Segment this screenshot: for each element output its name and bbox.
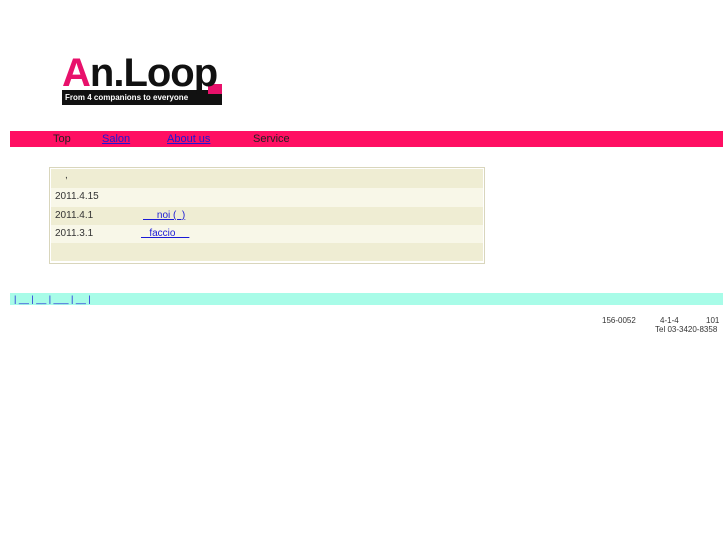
logo-letter-a: A	[62, 51, 91, 95]
site-logo[interactable]: An.Loop From 4 companions to everyone	[62, 51, 224, 107]
bottom-links[interactable]: | __ | __ | ___ | __ |	[14, 294, 91, 304]
news-header-mark: ,	[65, 170, 68, 181]
logo-wordmark: An.Loop	[62, 51, 218, 95]
nav-item-about-us[interactable]: About us	[167, 133, 211, 145]
news-row: 2011.4.15	[51, 188, 483, 207]
logo-tagline: From 4 companions to everyone	[65, 93, 189, 102]
logo-wordmark-rest: n.Loop	[89, 51, 218, 95]
news-date: 2011.4.15	[55, 191, 99, 202]
logo-accent	[208, 84, 222, 94]
bottom-link-bar: | __ | __ | ___ | __ |	[10, 293, 723, 305]
news-row: 2011.3.1 faccio	[51, 225, 483, 243]
news-header-row: ,	[51, 169, 483, 188]
nav-item-salon[interactable]: Salon	[102, 133, 131, 145]
news-footer-row	[51, 243, 483, 261]
footer-room: 101	[706, 316, 720, 325]
news-date: 2011.3.1	[55, 228, 94, 239]
main-nav: Top Salon About us Service	[10, 131, 723, 147]
news-title-link[interactable]: noi ( )	[143, 210, 186, 221]
news-table: , 2011.4.15 2011.4.1 noi ( ) 2011.3.1 fa…	[49, 167, 485, 264]
footer-address: 4-1-4	[660, 316, 679, 325]
nav-item-top[interactable]: Top	[53, 133, 71, 145]
logo-tagline-bar	[62, 90, 222, 105]
news-title-link[interactable]: faccio	[141, 228, 190, 239]
nav-item-service[interactable]: Service	[253, 133, 290, 145]
news-date: 2011.4.1	[55, 210, 94, 221]
footer-postal-code: 156-0052	[602, 316, 636, 325]
footer-tel: Tel 03-3420-8358	[655, 325, 718, 334]
news-row: 2011.4.1 noi ( )	[51, 207, 483, 225]
